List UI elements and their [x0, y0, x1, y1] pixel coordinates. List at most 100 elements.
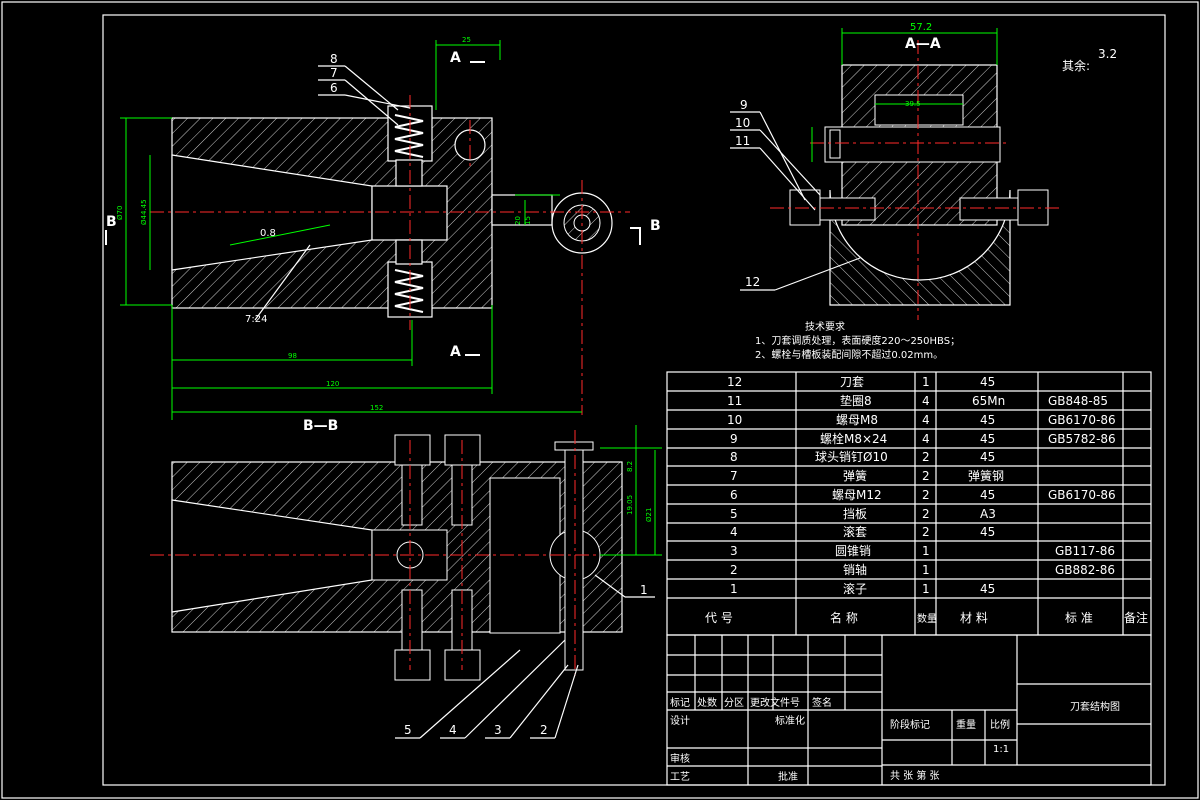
- main-view-dimensions: [120, 40, 582, 420]
- bom-material: 45: [980, 432, 995, 446]
- bom-std: GB6170-86: [1048, 488, 1116, 502]
- callout-8: 8: [330, 52, 338, 66]
- view-marker-b-right: B: [650, 218, 661, 234]
- bom-no: 7: [730, 469, 738, 483]
- dim-roughness-0-8: 0.8: [260, 228, 276, 239]
- tech-req-heading: 技术要求: [805, 320, 845, 333]
- tech-req-item-1: 1、刀套调质处理，表面硬度220～250HBS；: [755, 334, 960, 347]
- tb-sheets: 共 张 第 张: [890, 769, 940, 782]
- dim-39-5: 39.5: [905, 100, 921, 108]
- bom-header-qty: 数量: [917, 612, 937, 625]
- tb-process: 工艺: [670, 771, 690, 783]
- bom-qty: 2: [922, 525, 930, 539]
- bom-qty: 1: [922, 563, 930, 577]
- callout-10: 10: [735, 116, 750, 130]
- section-aa-dimensions: [811, 28, 998, 162]
- bom-header-name: 名 称: [830, 610, 858, 625]
- view-marker-a-bottom: A: [450, 344, 461, 360]
- bom-no: 8: [730, 450, 738, 464]
- tb-weight: 重量: [956, 718, 976, 731]
- tb-scale-value: 1:1: [993, 744, 1009, 755]
- bom-no: 1: [730, 582, 738, 596]
- bom-name: 球头销钉Ø10: [815, 450, 888, 464]
- bom-name: 螺母M12: [832, 488, 882, 502]
- section-aa-label: A—A: [905, 36, 941, 52]
- dim-20: 20: [514, 216, 522, 225]
- bom-no: 11: [727, 394, 742, 408]
- bom-no: 9: [730, 432, 738, 446]
- callout-11: 11: [735, 134, 750, 148]
- bom-name: 销轴: [843, 562, 867, 577]
- bom-name: 圆锥销: [835, 544, 871, 558]
- dim-120: 120: [326, 380, 339, 388]
- bom-header-note: 备注: [1124, 610, 1148, 625]
- bom-material: 45: [980, 488, 995, 502]
- bom-material: 65Mn: [972, 394, 1005, 408]
- bom-material: 45: [980, 375, 995, 389]
- bom-name: 挡板: [843, 507, 867, 521]
- callout-9: 9: [740, 98, 748, 112]
- dim-15: 15: [524, 216, 532, 225]
- section-bb: [150, 430, 623, 681]
- tb-zone: 分区: [724, 697, 744, 709]
- title-block-grid: [666, 634, 1152, 786]
- bom-qty: 2: [922, 450, 930, 464]
- tb-count: 处数: [697, 696, 717, 709]
- surface-roughness: 3.2: [1098, 47, 1117, 61]
- callout-7: 7: [330, 66, 338, 80]
- callout-1: 1: [640, 583, 648, 597]
- bom-grid: [666, 371, 1152, 636]
- dim-8-2: 8.2: [626, 461, 634, 472]
- bom-qty: 1: [922, 582, 930, 596]
- bom-header-std: 标 准: [1065, 611, 1093, 625]
- bom-qty: 4: [922, 432, 930, 446]
- bom-name: 滚子: [843, 581, 867, 596]
- tb-design: 设计: [670, 714, 690, 727]
- section-bb-label: B—B: [303, 418, 338, 434]
- tb-sign: 签名: [812, 696, 832, 709]
- bom-name: 刀套: [840, 375, 864, 389]
- dim-phi44: Ø44.45: [140, 199, 148, 225]
- bom-no: 5: [730, 507, 738, 521]
- dim-taper: 7:24: [245, 314, 267, 325]
- bom-material: 45: [980, 525, 995, 539]
- bom-qty: 1: [922, 375, 930, 389]
- tb-check: 审核: [670, 752, 690, 765]
- tb-approve: 批准: [778, 770, 798, 783]
- callout-2: 2: [540, 723, 548, 737]
- bom-rows: 12 刀套 1 45 11 垫圈8 4 65Mn GB848-85 10 螺母M…: [705, 375, 1148, 625]
- bom-std: GB117-86: [1055, 544, 1115, 558]
- bom-material: 45: [980, 450, 995, 464]
- main-view: [105, 61, 641, 415]
- dim-phi21: Ø21: [645, 508, 653, 522]
- dim-152: 152: [370, 404, 383, 412]
- bom-no: 3: [730, 544, 738, 558]
- bom-material: 弹簧钢: [968, 468, 1004, 483]
- bom-material: A3: [980, 507, 996, 521]
- bom-name: 螺母M8: [836, 413, 878, 427]
- dim-57-2: 57.2: [910, 22, 932, 33]
- section-bb-dimensions: [600, 425, 662, 556]
- callout-3: 3: [494, 723, 502, 737]
- view-marker-b-left: B: [106, 214, 117, 230]
- tech-req-item-2: 2、螺栓与槽板装配间隙不超过0.02mm。: [755, 348, 943, 361]
- bom-std: GB5782-86: [1048, 432, 1116, 446]
- bom-qty: 2: [922, 507, 930, 521]
- surface-note-label: 其余:: [1062, 58, 1090, 73]
- callout-leaders: [318, 65, 861, 739]
- section-aa: [770, 40, 1060, 320]
- bom-no: 4: [730, 525, 738, 539]
- bom-std: GB6170-86: [1048, 413, 1116, 427]
- tb-stage-mark: 阶段标记: [890, 718, 930, 731]
- bom-qty: 2: [922, 469, 930, 483]
- bom-no: 6: [730, 488, 738, 502]
- bom-header-no: 代 号: [705, 611, 733, 625]
- bom-std: GB882-86: [1055, 563, 1115, 577]
- dim-phi70: Ø70: [116, 206, 124, 220]
- bom-qty: 4: [922, 394, 930, 408]
- bom-name: 垫圈8: [840, 393, 872, 408]
- view-marker-a-top: A: [450, 50, 461, 66]
